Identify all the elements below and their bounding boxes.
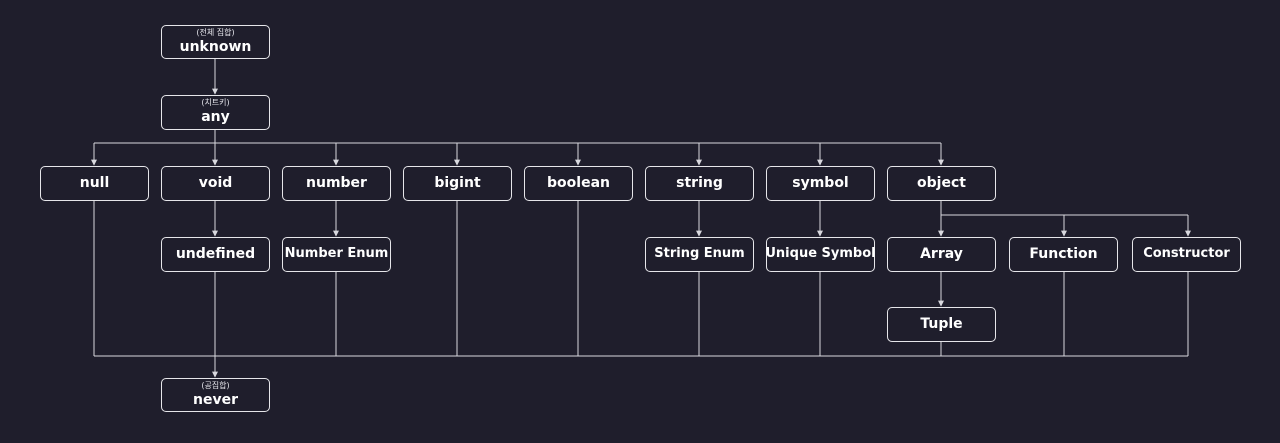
- node-symbol: symbol: [766, 166, 875, 201]
- node-string-enum: String Enum: [645, 237, 754, 272]
- node-string: string: [645, 166, 754, 201]
- node-void-label: void: [198, 174, 233, 191]
- node-never-sub: (공집합): [201, 380, 230, 390]
- node-tuple: Tuple: [887, 307, 996, 342]
- node-undefined: undefined: [161, 237, 270, 272]
- node-unique-symbol: Unique Symbol: [765, 237, 876, 272]
- node-unknown: (전체 집합) unknown: [161, 25, 270, 59]
- node-void: void: [161, 166, 270, 201]
- node-unknown-sub: (전체 집합): [196, 27, 235, 37]
- node-function: Function: [1009, 237, 1118, 272]
- node-symbol-label: symbol: [792, 174, 849, 191]
- node-string-enum-label: String Enum: [654, 246, 745, 262]
- node-unique-symbol-label: Unique Symbol: [765, 246, 876, 262]
- node-number-label: number: [306, 174, 367, 191]
- node-array: Array: [887, 237, 996, 272]
- node-boolean-label: boolean: [547, 174, 610, 191]
- node-number-enum: Number Enum: [282, 237, 391, 272]
- node-tuple-label: Tuple: [920, 315, 963, 332]
- node-function-label: Function: [1029, 245, 1098, 262]
- node-boolean: boolean: [524, 166, 633, 201]
- node-string-label: string: [676, 174, 723, 191]
- node-object-label: object: [917, 174, 966, 191]
- node-constructor-label: Constructor: [1143, 246, 1230, 262]
- node-bigint-label: bigint: [434, 174, 481, 191]
- node-undefined-label: undefined: [175, 245, 256, 262]
- node-any-label: any: [201, 109, 230, 126]
- node-constructor: Constructor: [1132, 237, 1241, 272]
- node-object: object: [887, 166, 996, 201]
- node-any: (치트키) any: [161, 95, 270, 130]
- node-never-label: never: [193, 391, 238, 408]
- node-array-label: Array: [920, 245, 963, 262]
- node-number-enum-label: Number Enum: [284, 246, 389, 262]
- node-null: null: [40, 166, 149, 201]
- node-unknown-label: unknown: [179, 38, 252, 55]
- node-bigint: bigint: [403, 166, 512, 201]
- node-null-label: null: [79, 174, 110, 191]
- node-number: number: [282, 166, 391, 201]
- node-never: (공집합) never: [161, 378, 270, 412]
- node-any-sub: (치트키): [201, 98, 230, 108]
